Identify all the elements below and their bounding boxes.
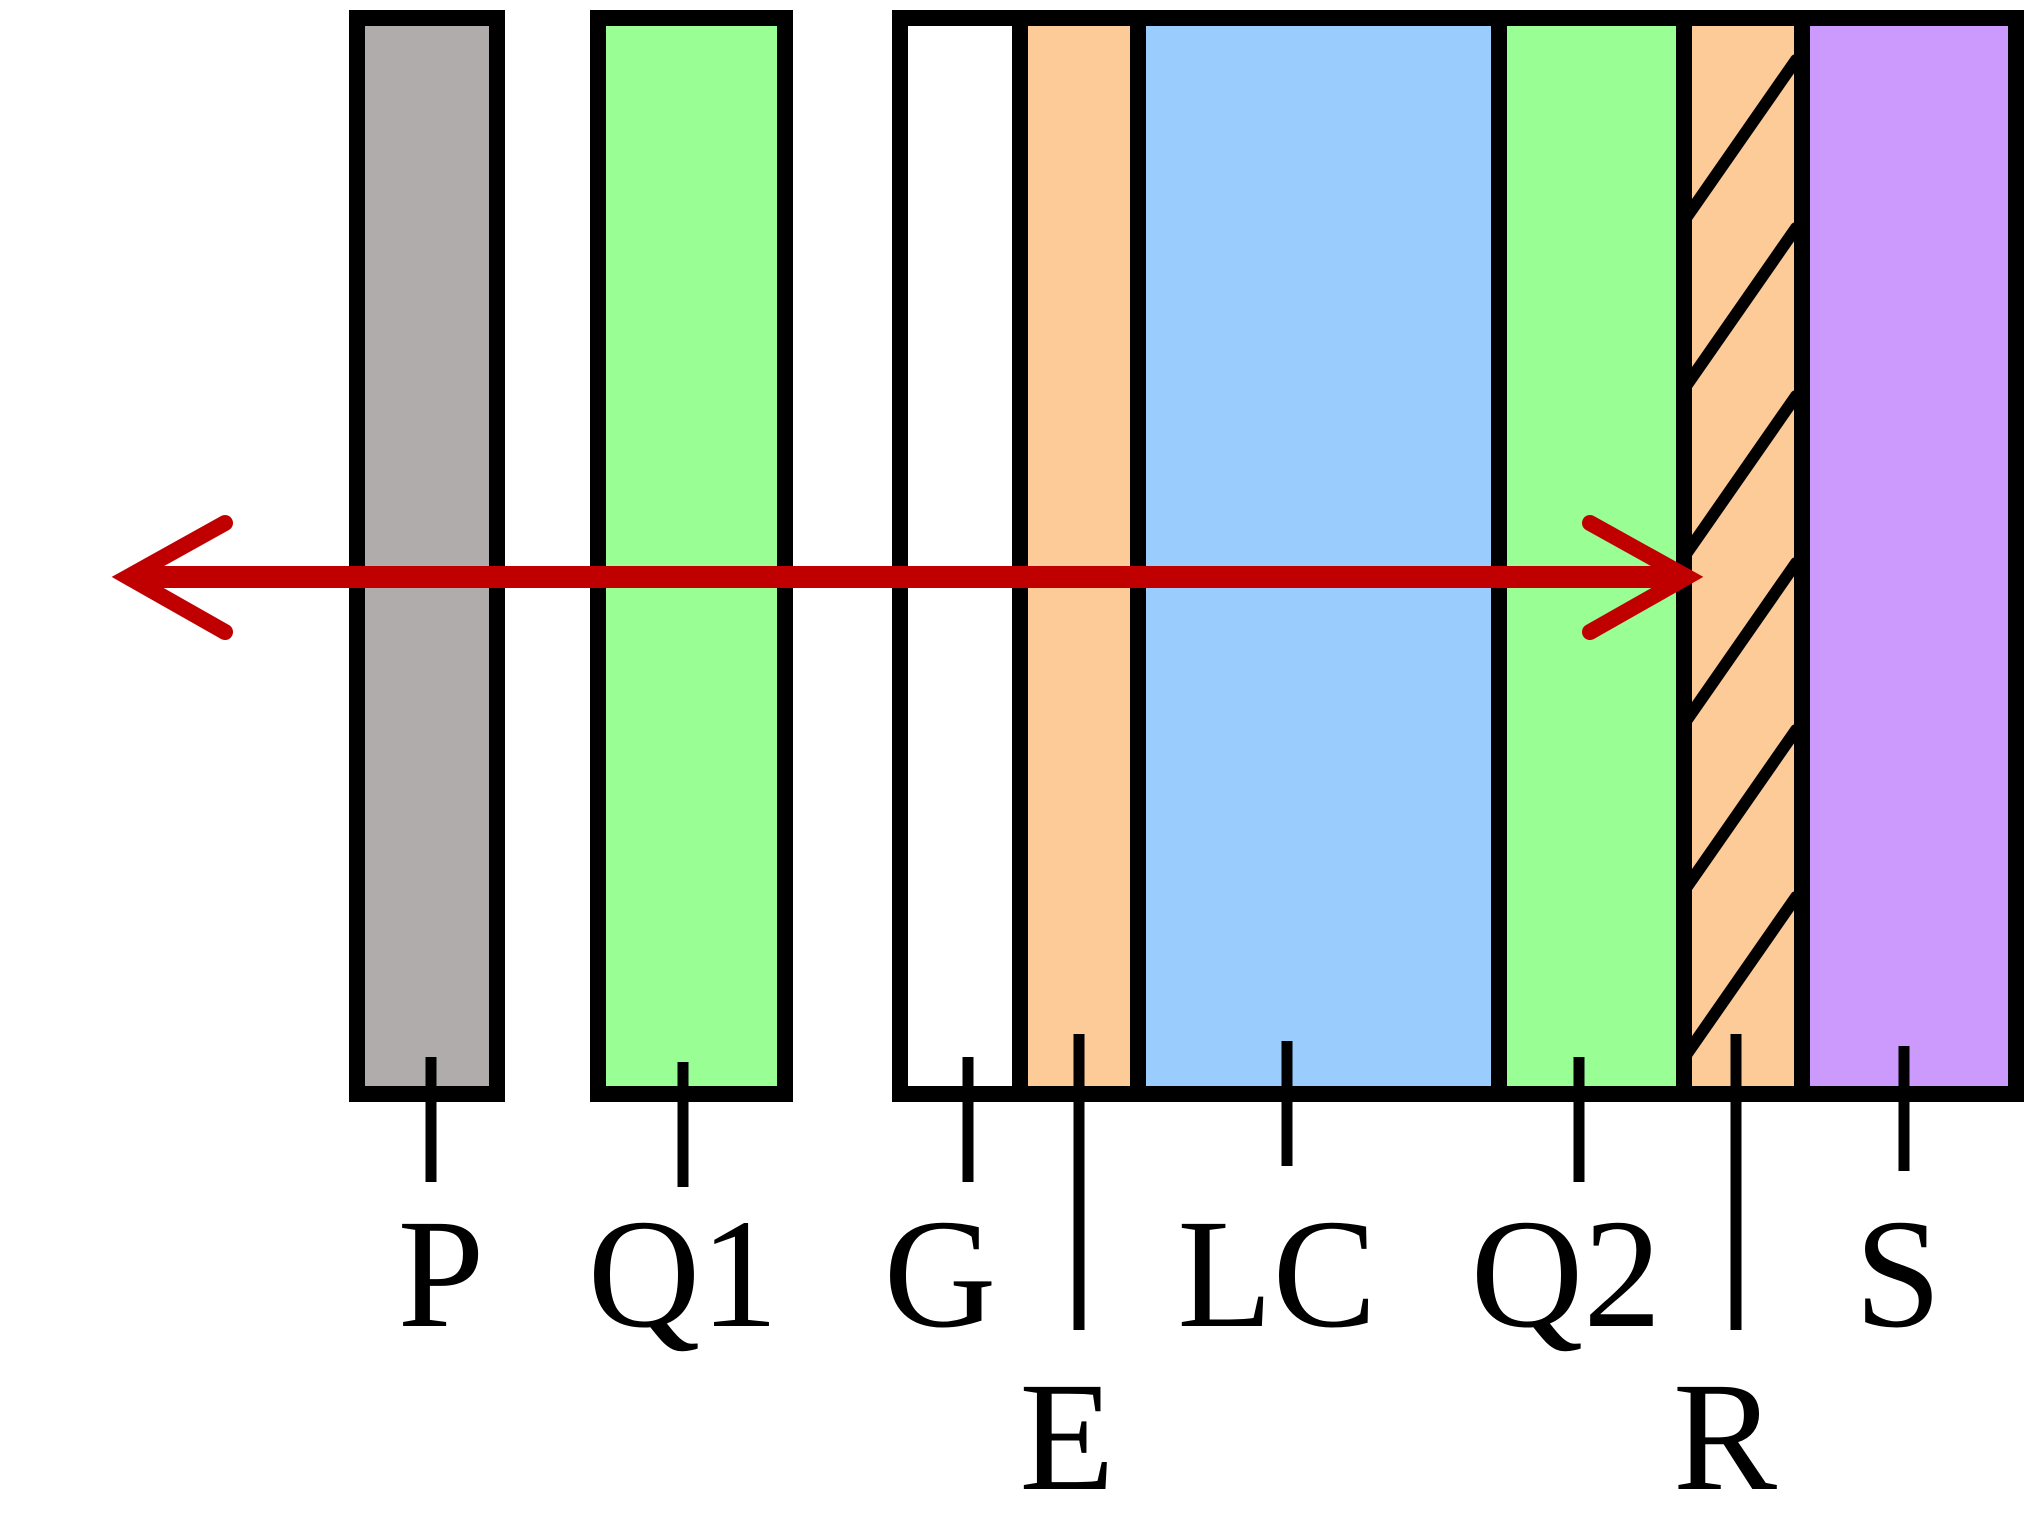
layer-e [1012,10,1146,1102]
layer-p-polarizer [349,10,505,1102]
label-q1: Q1 [588,1187,779,1360]
label-q2: Q2 [1471,1187,1662,1360]
label-p: P [398,1187,485,1360]
label-lc: LC [1177,1187,1376,1360]
label-g: G [884,1187,997,1360]
layer-q1-plate [590,10,793,1102]
beam-arrowhead-right [1582,515,1704,640]
beam-arrowhead-left [111,515,233,640]
layer-s-substrate [1794,10,2024,1102]
label-s: S [1855,1187,1942,1360]
label-e: E [1019,1350,1114,1514]
layer-r-hatching [1678,54,1802,1064]
light-beam-arrow [111,515,1704,640]
layer-lc [1130,10,1507,1102]
layer-g [892,10,1028,1102]
layer-r-reflector [1676,10,1810,1102]
label-r: R [1673,1350,1777,1514]
